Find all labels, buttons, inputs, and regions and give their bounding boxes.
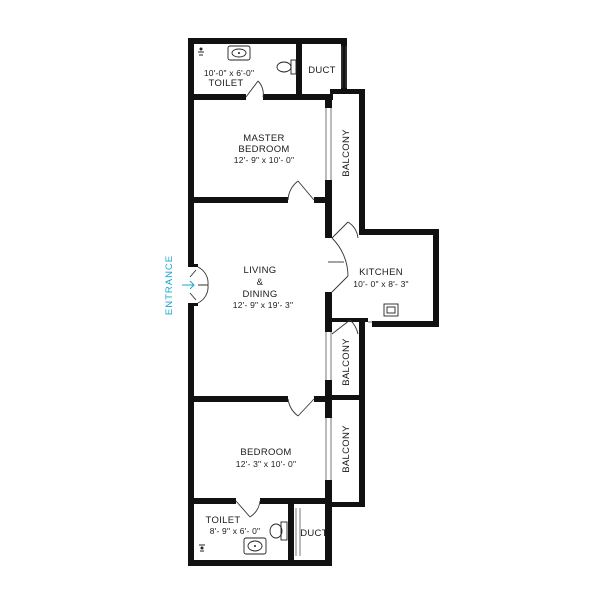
door-master-bedroom (287, 180, 315, 201)
wall-kitchen-bottom (372, 321, 439, 327)
living-name-3: DINING (242, 289, 277, 300)
wall-living-bedroom-left (188, 396, 288, 402)
kitchen-name: KITCHEN (359, 267, 403, 278)
wc-bottom-icon (269, 521, 288, 541)
shower-bottom-icon (199, 544, 205, 552)
living-name-2: & (257, 277, 264, 288)
wall-balcony-top-right (359, 89, 365, 231)
entrance-arrow-icon (182, 280, 195, 290)
wall-kitchen-right (433, 229, 439, 327)
wall-balcony-bottom-right (359, 395, 365, 507)
toilet-bottom-dims: 8'- 9" x 6'- 0" (210, 526, 261, 536)
washbasin-top-icon (227, 45, 251, 61)
door-entrance (197, 266, 209, 304)
door-entrance-leaf-a (189, 269, 197, 278)
kitchen-dims: 10'- 0" x 8'- 3" (353, 279, 408, 289)
wall-toilet-top-bottom-right (263, 94, 333, 100)
room-labels: 10'-0" x 6'-0" TOILET DUCT MASTER BEDROO… (204, 65, 409, 539)
master-bedroom-name-1: MASTER (243, 133, 284, 144)
door-toilet-top (245, 80, 264, 98)
wall-left-upper (188, 38, 194, 266)
walls (188, 38, 439, 566)
door-toilet-bottom (235, 500, 261, 518)
wall-balcony-sep-3 (325, 292, 332, 332)
door-kitchen (331, 237, 349, 293)
door-bedroom (287, 398, 315, 417)
toilet-bottom-name: TOILET (206, 515, 241, 526)
duct-top-name: DUCT (308, 65, 336, 76)
master-bedroom-dims: 12'- 9" x 10'- 0" (234, 155, 294, 165)
wall-toilet-bottom-right (288, 502, 294, 566)
door-balcony-mid (331, 319, 359, 335)
master-bedroom-name-2: BEDROOM (238, 144, 289, 155)
wall-bottom (188, 560, 332, 566)
wall-master-living-right (314, 197, 332, 203)
toilet-top-name: TOILET (209, 78, 244, 89)
entrance-label: ENTRANCE (164, 255, 175, 315)
bedroom-dims: 12'- 3" x 10'- 0" (236, 459, 296, 469)
wall-balcony-sep-2 (325, 180, 332, 238)
wall-balcony-top-cap (330, 89, 364, 94)
wc-top-icon (276, 59, 297, 75)
entrance-jamb-top (188, 264, 198, 267)
living-dims: 12'- 9" x 19'- 3" (233, 300, 293, 310)
living-name-1: LIVING (244, 265, 277, 276)
fixtures (198, 45, 399, 555)
entrance-jamb-bottom (188, 303, 198, 306)
balcony-mid-name: BALCONY (341, 338, 352, 386)
entrance-marker: ENTRANCE (164, 255, 195, 315)
kitchen-sink-icon (383, 303, 399, 317)
balcony-bottom-name: BALCONY (341, 425, 352, 473)
wall-balcony-mid-cap (325, 395, 365, 400)
wall-balcony-sep-5 (325, 480, 332, 502)
bedroom-name: BEDROOM (240, 447, 291, 458)
wall-left-lower (188, 304, 194, 566)
wall-living-bedroom-right (314, 396, 332, 402)
balcony-top-name: BALCONY (341, 129, 352, 177)
wall-duct-top-right (341, 38, 347, 94)
wall-bedroom-toilet-left (188, 498, 236, 504)
wall-kitchen-top (359, 229, 439, 235)
wall-top (188, 38, 346, 44)
wall-balcony-mid-right (359, 322, 365, 398)
wall-duct-bottom-right (325, 502, 332, 566)
wall-toilet-top-right (296, 38, 302, 96)
wall-balcony-bottom-cap (325, 502, 365, 507)
toilet-top-dims: 10'-0" x 6'-0" (204, 68, 254, 78)
wall-master-living-left (188, 197, 288, 203)
door-entrance-leaf-b (189, 292, 197, 301)
shower-top-icon (198, 47, 204, 56)
doors (189, 80, 359, 518)
washbasin-bottom-icon (243, 537, 267, 555)
duct-bottom-name: DUCT (300, 528, 328, 539)
wall-balcony-sep-1 (325, 94, 332, 108)
wall-toilet-top-bottom-left (188, 94, 246, 100)
wall-bedroom-toilet-right (260, 498, 332, 504)
windows (295, 46, 372, 556)
door-balcony-top (331, 221, 359, 239)
